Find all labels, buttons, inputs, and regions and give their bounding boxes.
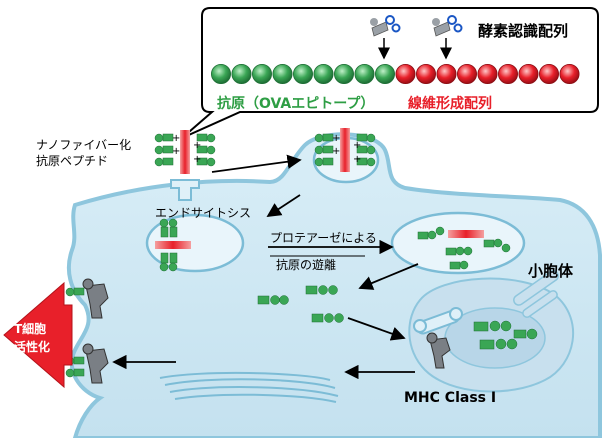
- t-cell-label-line1: T細胞: [14, 322, 47, 336]
- svg-text:+: +: [353, 154, 361, 165]
- peptide-bead-chain: [210, 64, 580, 85]
- antigen-bead: [231, 64, 252, 85]
- fiber-segment-label: 線維形成配列: [408, 96, 492, 112]
- enzyme-icon: [432, 15, 463, 37]
- nanofiber-antigen-label-line2: 抗原ペプチド: [36, 154, 109, 168]
- golgi-stacks: [159, 371, 339, 403]
- fiber-bead: [436, 64, 457, 85]
- nanofiber-antigen-endosome: [155, 218, 191, 272]
- protease-label-line2: 抗原の遊離: [276, 258, 337, 272]
- receptor-icon: [170, 179, 200, 201]
- svg-text:+: +: [172, 133, 180, 144]
- enzyme-icon: [370, 15, 401, 37]
- t-cell-activation-arrow: [3, 281, 73, 389]
- fiber-bead: [415, 64, 436, 85]
- fiber-bead: [456, 64, 477, 85]
- svg-text:+: +: [193, 140, 201, 151]
- nanofiber-antigen-pocket: + + + +: [314, 128, 376, 172]
- antigen-bead: [374, 64, 395, 85]
- endocytosis-label: エンドサイトシス: [155, 206, 252, 220]
- nanofiber-antigen-label-line1: ナノファイバー化: [36, 138, 132, 152]
- svg-text:+: +: [353, 140, 361, 151]
- mhc-class-i-icon: [426, 332, 451, 369]
- enzyme-recognition-label: 酵素認識配列: [478, 22, 569, 40]
- antigen-segment-label: 抗原（OVAエピトープ）: [217, 96, 375, 112]
- antigen-bead: [292, 64, 313, 85]
- fiber-bead: [518, 64, 539, 85]
- fiber-bead: [395, 64, 416, 85]
- tap-transporter-icon: [413, 307, 463, 335]
- antigen-bead: [251, 64, 272, 85]
- fiber-bead: [497, 64, 518, 85]
- mhc-antigen-complex-icon: [65, 343, 109, 384]
- er-antigen-peptides: [473, 320, 538, 350]
- antigen-bead: [354, 64, 375, 85]
- protease-label-line1: プロテアーゼによる: [270, 231, 377, 245]
- fiber-bead: [477, 64, 498, 85]
- svg-text:+: +: [332, 133, 340, 144]
- fiber-bead: [559, 64, 580, 85]
- endoplasmic-reticulum: [408, 270, 574, 393]
- antigen-bead: [333, 64, 354, 85]
- vesicle-label: 小胞体: [528, 262, 574, 280]
- free-antigen-peptides: [257, 285, 344, 323]
- svg-text:+: +: [172, 146, 180, 157]
- svg-text:+: +: [332, 146, 340, 157]
- antigen-bead: [210, 64, 231, 85]
- t-cell-label-line2: 活性化: [14, 340, 51, 354]
- mhc-class-i-label: MHC Class I: [404, 390, 497, 406]
- antigen-bead: [272, 64, 293, 85]
- flow-arrows: [112, 154, 419, 380]
- antigen-bead: [313, 64, 334, 85]
- nanofiber-antigen-outside: + + + +: [154, 130, 216, 174]
- released-antigen-lysosome: [417, 226, 511, 270]
- fiber-bead: [539, 64, 560, 85]
- mhc-antigen-complex-icon: [65, 278, 109, 319]
- svg-text:+: +: [193, 154, 201, 165]
